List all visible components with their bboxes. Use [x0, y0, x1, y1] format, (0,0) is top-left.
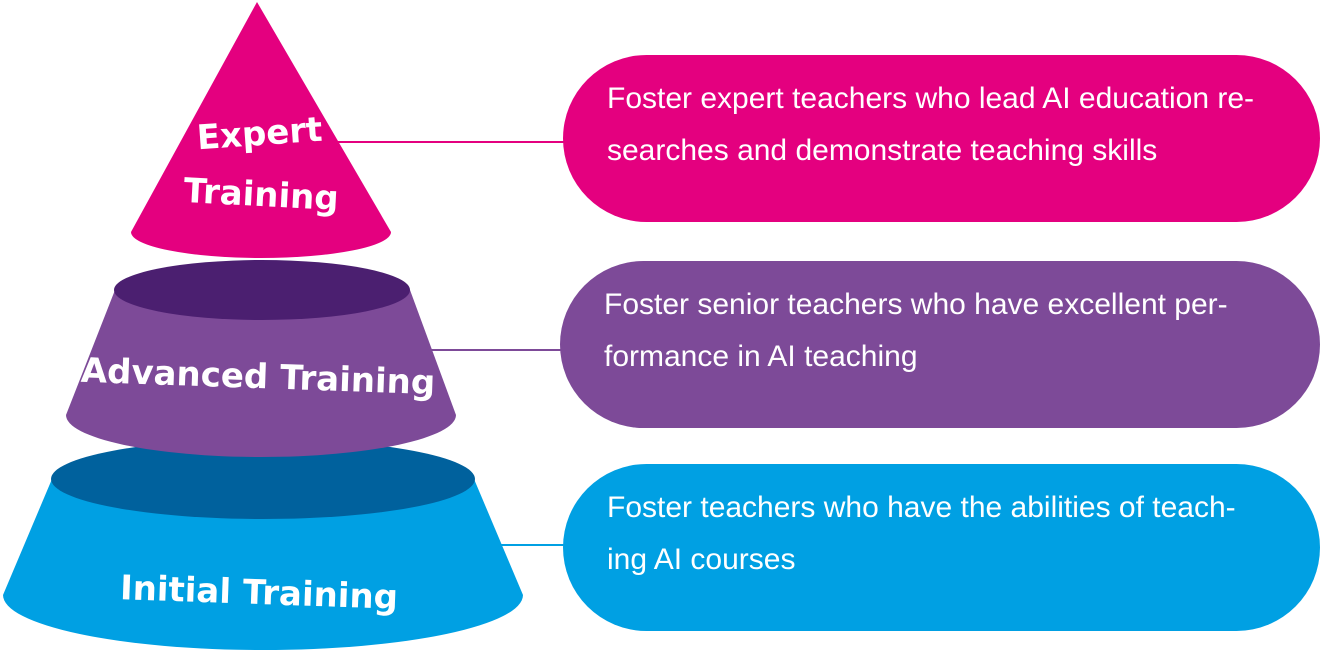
tier-expert-body	[131, 2, 391, 258]
tier-expert-label: Expert	[196, 110, 324, 159]
tier-initial: Initial Training	[3, 439, 523, 650]
tier-initial-label: Initial Training	[119, 568, 398, 618]
tier-initial-top	[51, 439, 475, 519]
description-advanced-line1: Foster senior teachers who have excellen…	[604, 288, 1228, 321]
description-expert: Foster expert teachers who lead AI educa…	[563, 55, 1320, 222]
tier-advanced: Advanced Training	[66, 260, 456, 457]
tier-advanced-top	[114, 260, 410, 320]
description-expert-line1: Foster expert teachers who lead AI educa…	[607, 82, 1255, 115]
description-advanced-line2: formance in AI teaching	[604, 340, 918, 373]
tier-expert-label-line2: Training	[183, 171, 340, 219]
tier-expert: Expert Training	[131, 2, 391, 258]
description-initial-line1: Foster teachers who have the abilities o…	[607, 491, 1236, 524]
description-expert-line2: searches and demonstrate teaching skills	[607, 134, 1158, 167]
description-initial-line2: ing AI courses	[607, 543, 796, 576]
description-initial: Foster teachers who have the abilities o…	[563, 464, 1320, 631]
tier-initial-body	[3, 479, 523, 650]
tier-advanced-body	[66, 290, 456, 457]
description-advanced: Foster senior teachers who have excellen…	[560, 261, 1320, 428]
